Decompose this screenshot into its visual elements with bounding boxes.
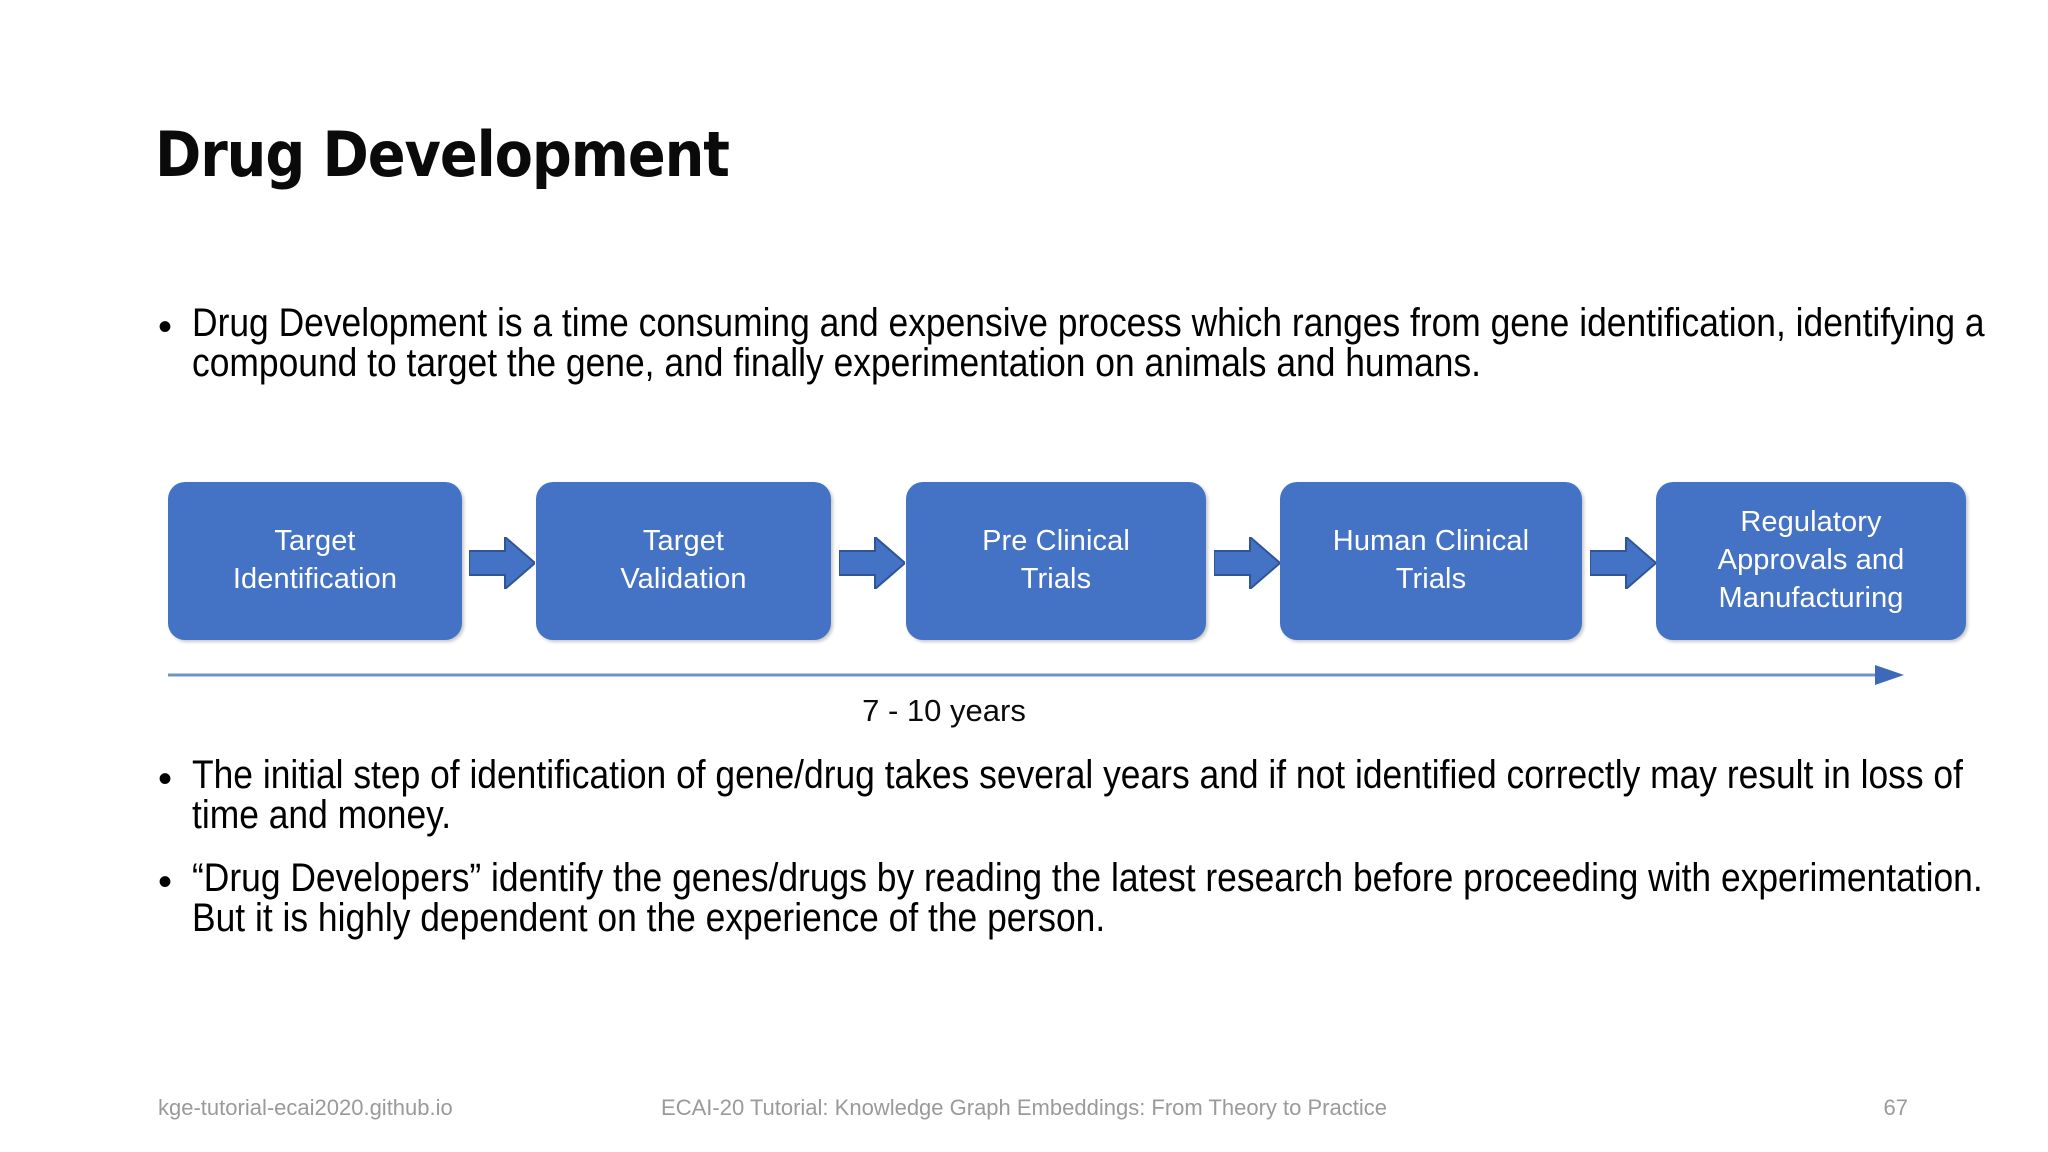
bullet-text-2: The initial step of identification of ge… <box>192 753 1963 837</box>
bullet-marker: • <box>158 860 173 904</box>
footer-page-number: 67 <box>1883 1095 1908 1120</box>
footer-title: ECAI-20 Tutorial: Knowledge Graph Embedd… <box>661 1095 1387 1120</box>
process-step-label: Target Validation <box>620 525 747 595</box>
flow-arrow-icon-4 <box>1589 534 1658 592</box>
bullet-text-1: Drug Development is a time consuming and… <box>192 301 1985 385</box>
page-title: Drug Development <box>155 118 730 191</box>
timeline-label-text: 7 - 10 years <box>862 693 1026 728</box>
timeline-arrow-icon <box>168 660 1904 690</box>
timeline-label: 7 - 10 years <box>0 693 2048 729</box>
flow-arrow-icon-3 <box>1213 534 1282 592</box>
bullet-marker: • <box>158 305 173 349</box>
process-step-label: Human Clinical Trials <box>1332 525 1530 595</box>
process-step-label: Pre Clinical Trials <box>982 525 1130 595</box>
process-step-human-clinical-trials[interactable]: Human Clinical Trials <box>1280 482 1582 640</box>
bullet-item-3: • “Drug Developers” identify the genes/d… <box>158 858 2048 938</box>
process-step-pre-clinical-trials[interactable]: Pre Clinical Trials <box>906 482 1206 640</box>
bullet-marker: • <box>158 757 173 801</box>
process-step-target-identification[interactable]: Target Identification <box>168 482 462 640</box>
footer-url[interactable]: kge-tutorial-ecai2020.github.io <box>158 1095 453 1120</box>
flow-arrow-icon-2 <box>838 534 907 592</box>
process-step-regulatory-approvals[interactable]: Regulatory Approvals and Manufacturing <box>1656 482 1966 640</box>
flow-arrow-icon-1 <box>468 534 537 592</box>
bullet-item-2: • The initial step of identification of … <box>158 755 2048 835</box>
process-step-label: Target Identification <box>232 525 398 595</box>
bullet-text-3: “Drug Developers” identify the genes/dru… <box>192 856 1983 940</box>
process-step-target-validation[interactable]: Target Validation <box>536 482 831 640</box>
process-flow-diagram: Target Identification Target Validation … <box>168 482 1966 640</box>
process-step-label: Regulatory Approvals and Manufacturing <box>1717 506 1905 614</box>
bullet-item-1: • Drug Development is a time consuming a… <box>158 303 2048 383</box>
slide-footer: kge-tutorial-ecai2020.github.io ECAI-20 … <box>0 1095 2048 1135</box>
